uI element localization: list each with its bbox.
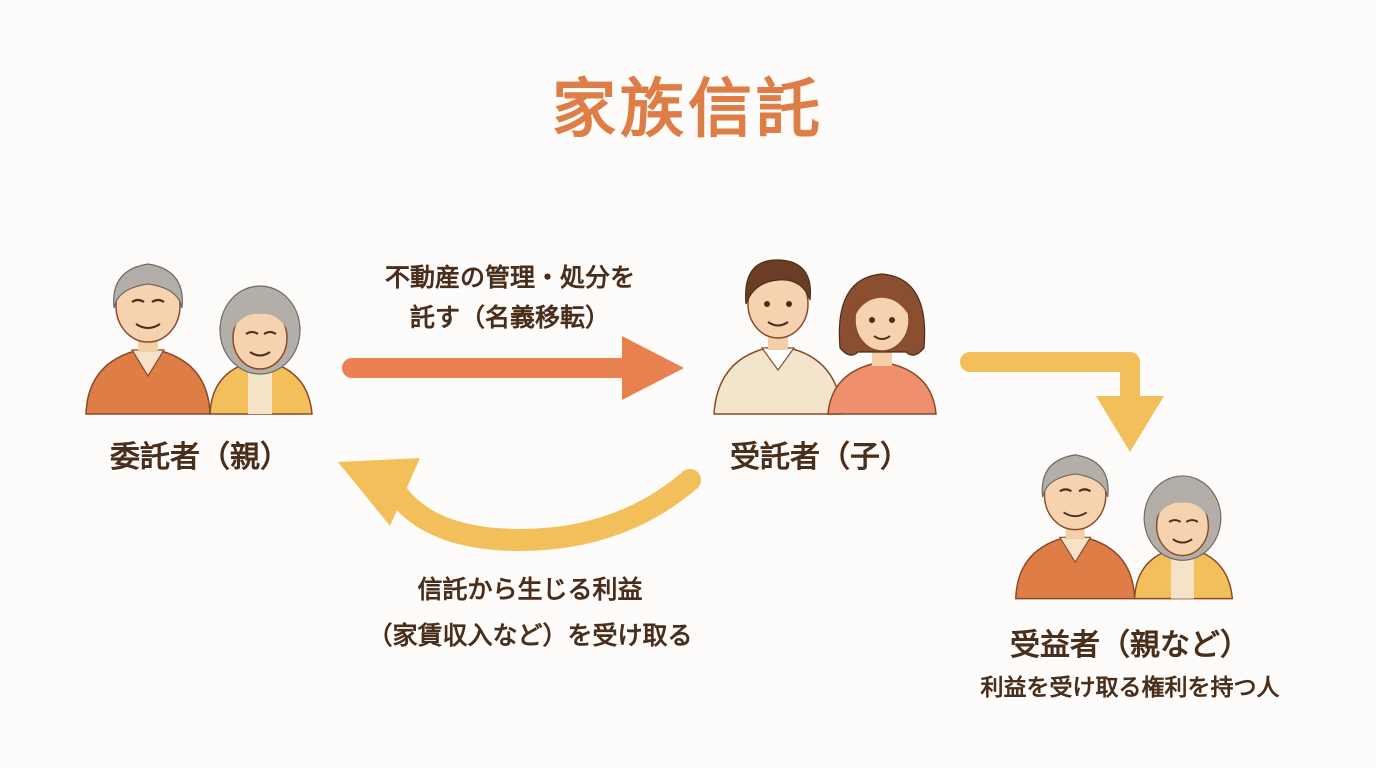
trustee-label: 受託者（子） bbox=[730, 440, 910, 475]
forward-arrow-icon bbox=[342, 336, 684, 400]
elderly-man-icon bbox=[85, 263, 211, 415]
forward-arrow-caption-line1: 不動産の管理・処分を bbox=[384, 263, 635, 292]
elderly-man-icon bbox=[1015, 454, 1136, 600]
young-woman-icon bbox=[827, 273, 937, 415]
return-arrow-caption-line1: 信託から生じる利益 bbox=[417, 575, 643, 604]
trustee-couple-illustration bbox=[713, 259, 937, 415]
elderly-woman-icon bbox=[209, 285, 313, 415]
page-title: 家族信託 bbox=[552, 73, 824, 147]
settlor-label: 委託者（親） bbox=[110, 440, 290, 475]
settlor-couple-illustration bbox=[85, 263, 313, 415]
beneficiary-arrow-icon bbox=[960, 352, 1164, 452]
forward-arrow-caption-line2: 託す（名義移転） bbox=[409, 303, 610, 332]
beneficiary-couple-illustration bbox=[1015, 454, 1234, 600]
young-man-icon bbox=[713, 259, 843, 415]
elderly-woman-icon bbox=[1133, 475, 1234, 600]
return-arrow-caption-line2: （家賃収入など）を受け取る bbox=[367, 621, 693, 650]
beneficiary-sublabel: 利益を受け取る権利を持つ人 bbox=[980, 675, 1280, 701]
return-arrow-icon bbox=[338, 458, 701, 552]
beneficiary-label: 受益者（親など） bbox=[1010, 628, 1250, 663]
